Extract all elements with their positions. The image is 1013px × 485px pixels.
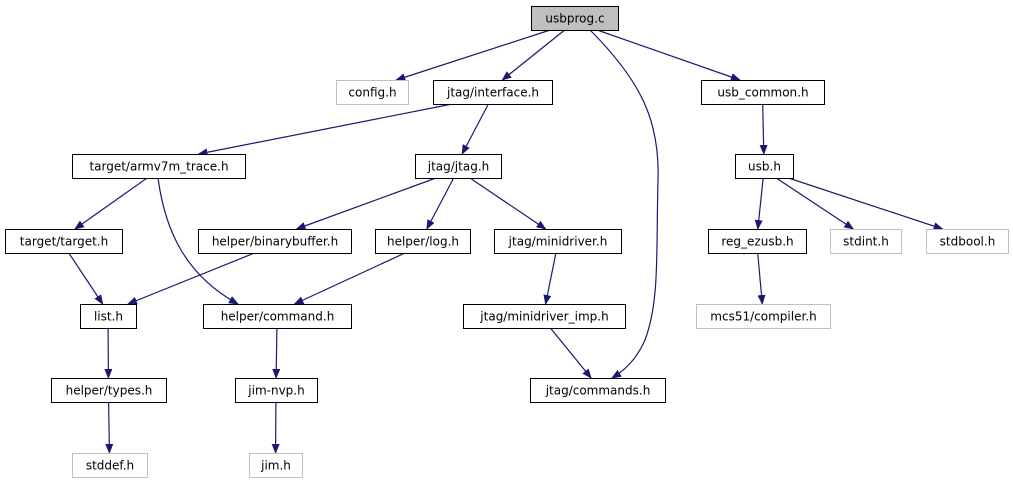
node-label: stdint.h (843, 235, 889, 249)
node-box[interactable] (198, 229, 352, 254)
node-config-h[interactable]: config.h (336, 80, 409, 105)
edge-usbprog-c-to-jtag-commands-h (589, 29, 659, 379)
node-label: jtag/interface.h (446, 86, 539, 100)
node-box[interactable] (463, 304, 626, 329)
node-list-h[interactable]: list.h (80, 304, 137, 329)
node-label: list.h (94, 310, 123, 324)
edge-jtag-minidriver-h-to-jtag-minidriver-imp-h (543, 252, 557, 305)
node-box[interactable] (235, 378, 318, 403)
node-label: mcs51/compiler.h (710, 310, 816, 324)
node-jim-nvp-h[interactable]: jim-nvp.h (235, 378, 318, 403)
node-stddef-h[interactable]: stddef.h (72, 453, 148, 478)
edges-layer (68, 29, 944, 454)
edge-usb-h-to-reg-ezusb-h (754, 177, 764, 230)
node-jtag-jtag-h[interactable]: jtag/jtag.h (415, 154, 502, 179)
node-box[interactable] (735, 154, 794, 179)
node-label: usbprog.c (545, 12, 604, 26)
edge-usbprog-c-to-usb-common-h (596, 29, 741, 81)
node-label: helper/binarybuffer.h (212, 235, 338, 249)
node-box[interactable] (249, 453, 303, 478)
node-label: helper/command.h (221, 310, 335, 324)
node-target-target-h[interactable]: target/target.h (5, 229, 123, 254)
node-box[interactable] (433, 80, 553, 105)
node-usb-common-h[interactable]: usb_common.h (701, 80, 825, 105)
node-jtag-minidriver-imp-h[interactable]: jtag/minidriver_imp.h (463, 304, 626, 329)
node-label: target/target.h (20, 235, 108, 249)
node-label: helper/log.h (387, 235, 459, 249)
node-helper-log-h[interactable]: helper/log.h (375, 229, 471, 254)
edge-jtag-interface-h-to-target-armv7m-trace-h (197, 103, 453, 157)
edge-jtag-jtag-h-to-helper-binarybuffer-h (295, 177, 437, 230)
node-box[interactable] (830, 229, 902, 254)
node-target-armv7m-trace-h[interactable]: target/armv7m_trace.h (72, 154, 246, 179)
node-box[interactable] (203, 304, 352, 329)
edge-target-armv7m-trace-h-to-helper-command-h (157, 177, 239, 305)
node-box[interactable] (72, 453, 148, 478)
edge-helper-types-h-to-stddef-h (105, 401, 114, 454)
node-box[interactable] (696, 304, 831, 329)
node-label: stddef.h (86, 459, 134, 473)
node-label: jtag/minidriver_imp.h (479, 310, 608, 324)
node-jtag-commands-h[interactable]: jtag/commands.h (530, 378, 666, 403)
edge-target-target-h-to-list-h (68, 252, 104, 305)
node-label: jim.h (260, 459, 291, 473)
node-box[interactable] (5, 229, 123, 254)
node-box[interactable] (530, 378, 666, 403)
node-box[interactable] (51, 378, 167, 403)
node-reg-ezusb-h[interactable]: reg_ezusb.h (708, 229, 807, 254)
node-jtag-minidriver-h[interactable]: jtag/minidriver.h (494, 229, 622, 254)
node-box[interactable] (80, 304, 137, 329)
node-stdint-h[interactable]: stdint.h (830, 229, 902, 254)
node-label: stdbool.h (940, 235, 996, 249)
node-label: usb_common.h (717, 86, 808, 100)
node-stdbool-h[interactable]: stdbool.h (926, 229, 1009, 254)
node-box[interactable] (708, 229, 807, 254)
edge-helper-log-h-to-helper-command-h (293, 252, 406, 305)
node-jtag-interface-h[interactable]: jtag/interface.h (433, 80, 553, 105)
node-label: usb.h (748, 160, 781, 174)
edge-reg-ezusb-h-to-mcs51-compiler-h (757, 252, 766, 305)
node-box[interactable] (375, 229, 471, 254)
node-box[interactable] (926, 229, 1009, 254)
edge-jtag-jtag-h-to-helper-log-h (426, 177, 455, 230)
node-box[interactable] (531, 6, 619, 31)
node-mcs51-compiler-h[interactable]: mcs51/compiler.h (696, 304, 831, 329)
node-jim-h[interactable]: jim.h (249, 453, 303, 478)
node-label: jim-nvp.h (247, 384, 304, 398)
nodes-layer: usbprog.c config.h jtag/interface.h usb_com… (5, 6, 1009, 478)
node-label: reg_ezusb.h (721, 235, 793, 249)
edge-usbprog-c-to-jtag-interface-h (501, 29, 566, 81)
node-box[interactable] (701, 80, 825, 105)
node-helper-command-h[interactable]: helper/command.h (203, 304, 352, 329)
edge-usb-h-to-stdint-h (775, 177, 855, 230)
edge-target-armv7m-trace-h-to-target-target-h (74, 177, 148, 230)
node-label: target/armv7m_trace.h (89, 160, 228, 174)
node-helper-binarybuffer-h[interactable]: helper/binarybuffer.h (198, 229, 352, 254)
node-label: helper/types.h (66, 384, 153, 398)
node-box[interactable] (415, 154, 502, 179)
edge-helper-binarybuffer-h-to-list-h (127, 252, 255, 305)
node-usbprog-c[interactable]: usbprog.c (531, 6, 619, 31)
node-box[interactable] (494, 229, 622, 254)
edge-usbprog-c-to-config-h (395, 29, 551, 82)
edge-jtag-interface-h-to-jtag-jtag-h (461, 103, 489, 155)
node-usb-h[interactable]: usb.h (735, 154, 794, 179)
edge-jtag-minidriver-imp-h-to-jtag-commands-h (549, 327, 592, 379)
node-helper-types-h[interactable]: helper/types.h (51, 378, 167, 403)
node-box[interactable] (72, 154, 246, 179)
edge-jtag-jtag-h-to-jtag-minidriver-h (469, 177, 547, 230)
node-label: jtag/minidriver.h (508, 235, 608, 249)
node-label: jtag/commands.h (545, 384, 651, 398)
node-label: jtag/jtag.h (427, 160, 489, 174)
edge-usb-h-to-stdbool-h (788, 177, 944, 230)
edge-helper-command-h-to-jim-nvp-h (272, 327, 281, 379)
node-label: config.h (348, 86, 396, 100)
node-box[interactable] (336, 80, 409, 105)
edge-usb-common-h-to-usb-h (759, 103, 768, 155)
